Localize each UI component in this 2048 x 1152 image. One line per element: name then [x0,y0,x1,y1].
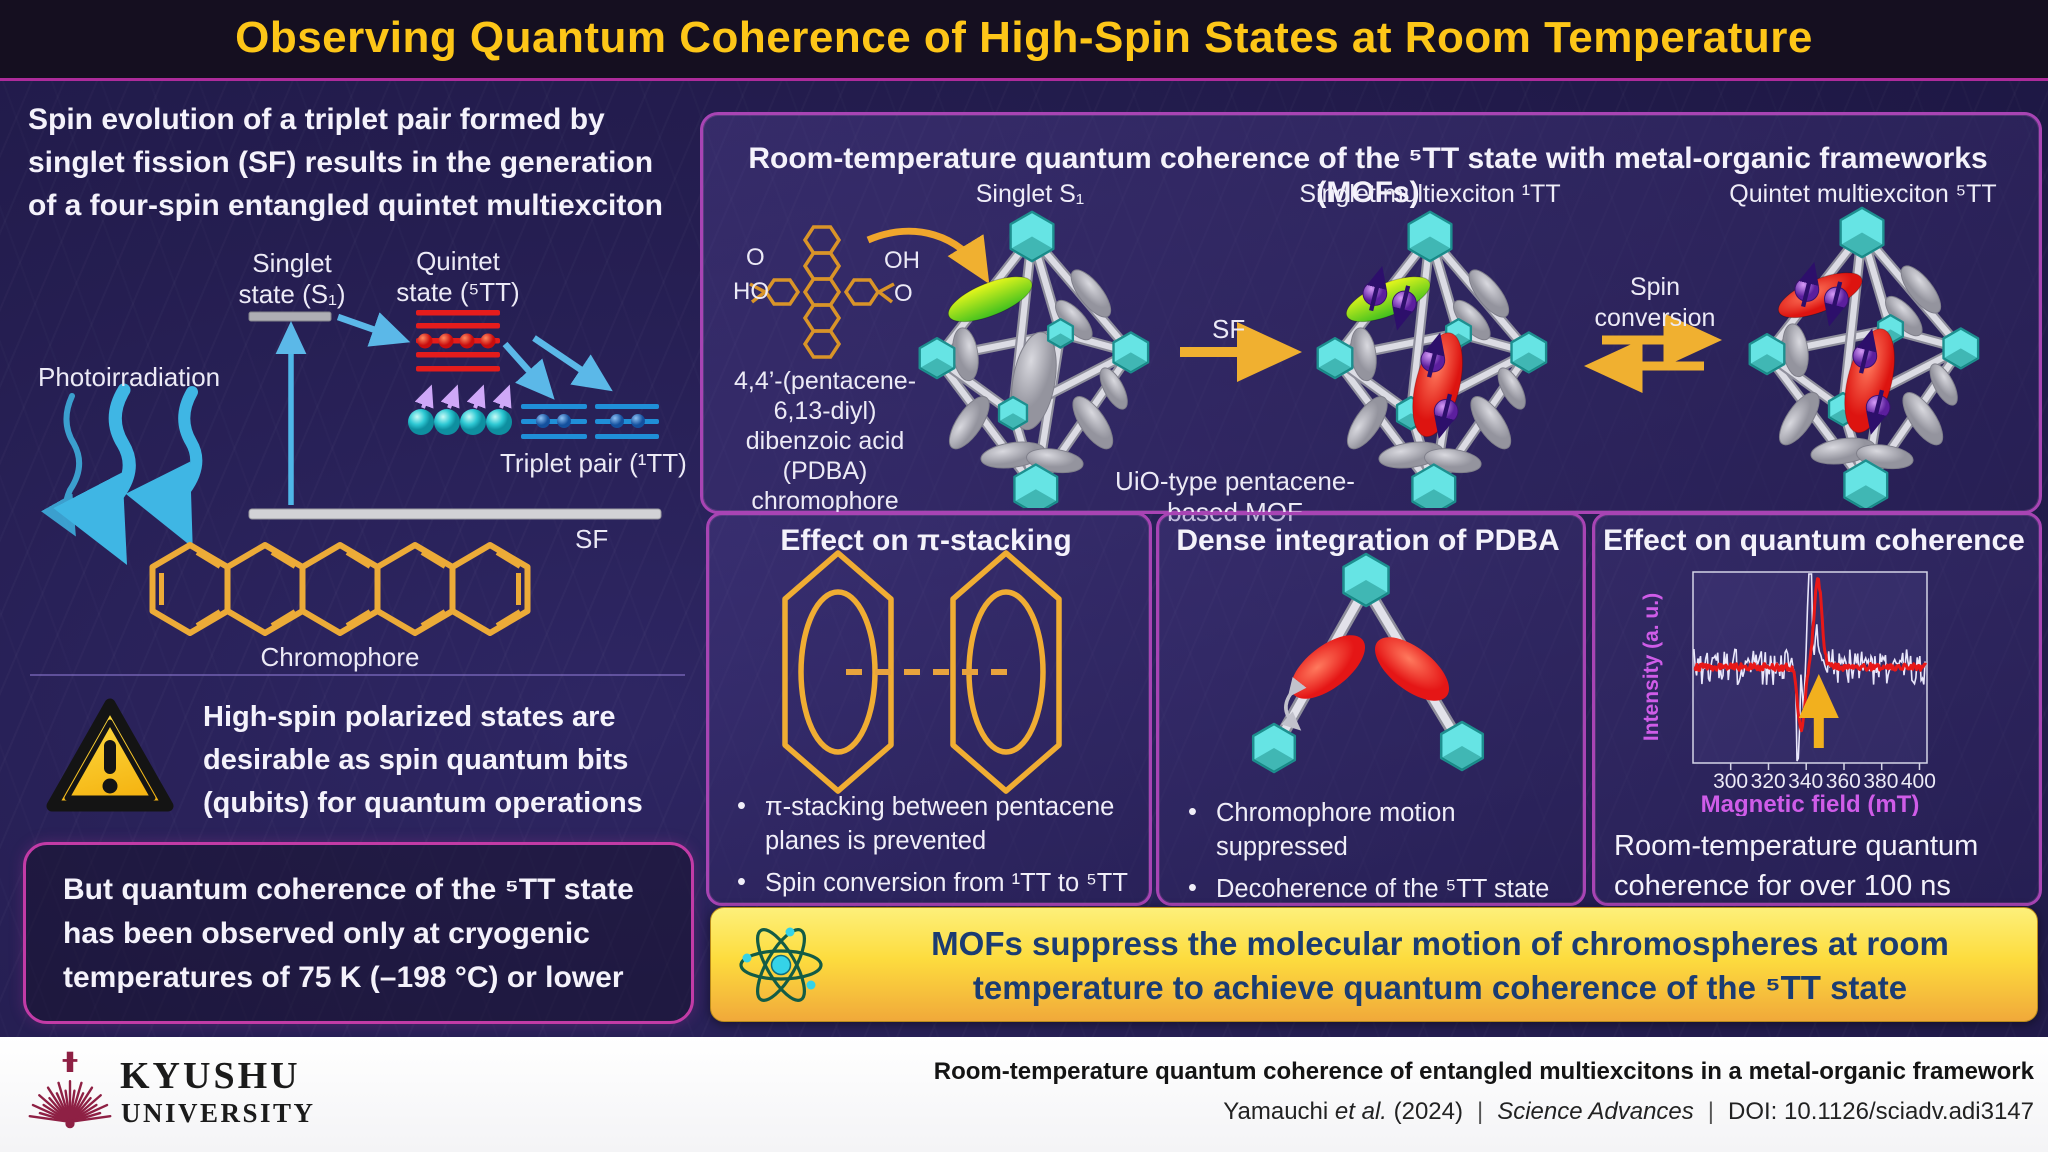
left-section-heading: Spin evolution of a triplet pair formed … [28,103,663,222]
pdba-ho-label: HO [733,278,769,305]
spin-evolution-diagram [41,310,662,636]
chart-xlabel: Magnetic field (mT) [1701,791,1920,816]
dense-integration-bullets: Chromophore motion suppressed Decoherenc… [1186,795,1571,948]
kyushu-university-logo [28,1051,112,1129]
tick-label: 400 [1901,770,1936,793]
warning-text: High-spin polarized states are desirable… [203,701,643,819]
quintet-to-triplet-arrow-1 [502,341,555,400]
coherence-caption: Room-temperature quantum coherence for o… [1614,830,1979,902]
paper-title: Room-temperature quantum coherence of en… [933,1058,2034,1085]
mof-cage-singlet-tt [1316,210,1548,508]
citation-separator: | [1476,1098,1484,1125]
dense-integration-graphic [1251,552,1485,774]
sf-label-right: SF [1212,314,1246,344]
triplet-pair-levels [521,404,659,439]
pdba-oh-label: OH [884,247,920,274]
citation-year: (2024) [1386,1098,1463,1125]
tick-label: 360 [1826,770,1861,793]
singlet-level-bar [248,311,332,322]
chart-ticks [1729,763,1921,770]
footer-bar [0,1037,2048,1152]
state-label-quintet-tt: Quintet multiexciton ⁵TT [1729,180,1997,208]
panel-quantum-coherence-title: Effect on quantum coherence [1603,524,2025,557]
citation-separator: | [1707,1098,1715,1125]
chart-tick-labels: 300 320 340 360 380 400 [1713,770,1936,793]
pentacene-molecule [149,542,531,636]
photoirradiation-label: Photoirradiation [38,362,221,392]
citation-etal: et al. [1334,1098,1387,1125]
quintet-state-label: Quintet state (⁵TT) [396,246,520,307]
epr-spectrum-chart: 300 320 340 360 380 400 Magnetic field (… [1640,571,1936,816]
cryogenic-note-text: But quantum coherence of the ⁵TT state h… [63,873,634,994]
pdba-to-mof-arrow [866,227,990,284]
triplet-pair-label: Triplet pair (¹TT) [500,448,687,478]
epr-coherent-trace [1693,577,1928,733]
citation-journal: Science Advances [1497,1098,1694,1125]
tick-label: 380 [1863,770,1898,793]
tick-label: 300 [1713,770,1748,793]
pdba-molecule [749,225,895,359]
cryogenic-note-box [23,842,694,1024]
bullet: Spin conversion from ¹TT to ⁵TT [735,865,1135,900]
tick-label: 320 [1751,770,1786,793]
conclusion-banner [710,907,2038,1022]
chromophore-label: Chromophore [260,642,420,672]
quintet-levels [416,310,500,372]
sf-label-left: SF [575,524,609,554]
mof-section-heading: Room-temperature quantum coherence of th… [748,142,1988,209]
citation-doi: DOI: 10.1126/sciadv.adi3147 [1728,1098,2034,1125]
university-logo-text: UNIVERSITY [121,1098,316,1128]
aligned-spins [408,384,512,435]
tick-label: 340 [1788,770,1823,793]
pi-stacking-graphic [782,550,1062,794]
photoirradiation-arrows [41,383,203,566]
pdba-o-top-label: O [746,244,765,271]
chart-ylabel: Intensity (a. u.) [1640,593,1663,741]
state-label-singlet-s1: Singlet S₁ [975,180,1085,208]
page-title: Observing Quantum Coherence of High-Spin… [235,13,1813,62]
bullet: Chromophore motion suppressed [1186,795,1571,864]
state-label-singlet-tt: Singlet multiexciton ¹TT [1299,180,1561,208]
citation-authors: Yamauchi [1223,1098,1335,1125]
bullet: π-stacking between pentacene planes is p… [735,789,1135,858]
reference-block: Room-temperature quantum coherence of en… [634,1058,2034,1126]
panel-dense-integration-title: Dense integration of PDBA [1176,524,1560,557]
kyushu-logo-text: KYUSHU [120,1055,301,1097]
quintet-to-triplet-arrow-2 [532,335,613,392]
conclusion-text: MOFs suppress the molecular motion of ch… [931,925,1949,1006]
ground-state-bar [248,508,662,520]
singlet-to-quintet-arrow [336,312,411,347]
panel-pi-stacking-title: Effect on π-stacking [780,524,1072,557]
pdba-name-label: 4,4’-(pentacene- 6,13-diyl) dibenzoic ac… [733,367,917,515]
mof-cage-singlet-s1 [918,210,1150,508]
left-divider [30,674,685,676]
mof-cage-quintet-tt [1748,206,1980,508]
spin-conversion-label: Spin conversion [1594,273,1716,332]
citation-line: Yamauchi et al. (2024) | Science Advances |… [634,1098,2034,1126]
atom-icon [739,927,823,1002]
warning-icon [46,698,174,812]
pdba-o-bottom-label: O [894,280,913,307]
title-bar [0,0,2048,81]
singlet-state-label: Singlet state (S₁) [238,248,346,309]
mof-graphics [749,206,1980,508]
pi-stacking-bullets: π-stacking between pentacene planes is p… [735,789,1135,908]
